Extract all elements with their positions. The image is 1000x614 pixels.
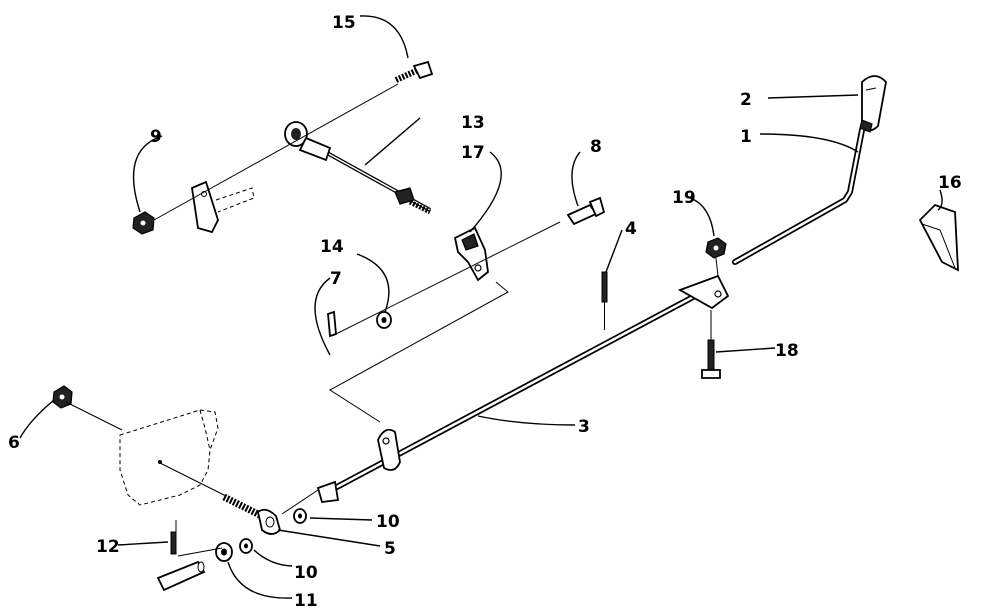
part-13-linkage-rod: [284, 121, 432, 215]
part-15-bolt: [394, 60, 434, 83]
callout-17: 17: [461, 143, 485, 163]
callout-8: 8: [590, 137, 602, 157]
callout-6: 6: [8, 433, 20, 453]
part-6-nut: [52, 385, 73, 409]
part-1-lever-rod: [732, 127, 865, 265]
callout-18: 18: [775, 341, 799, 361]
part-14-washer: [376, 311, 392, 329]
part-16-plate: [918, 203, 959, 272]
callout-9: 9: [150, 127, 162, 147]
callout-19: 19: [672, 188, 696, 208]
part-17-bracket: [453, 226, 489, 282]
callout-5: 5: [384, 539, 396, 559]
part-11-washer: [215, 542, 233, 562]
part-4-pin: [601, 271, 608, 330]
frame-bracket: [119, 409, 219, 506]
part-2-knob: [859, 75, 887, 133]
part-12-pin: [156, 531, 206, 592]
part-9-nut: [132, 211, 155, 235]
callout-13: 13: [461, 113, 485, 133]
callout-7: 7: [330, 269, 342, 289]
callout-2: 2: [740, 90, 752, 110]
part-10-washer-upper: [293, 508, 307, 524]
part-10-washer-lower: [239, 538, 253, 554]
part-19-nut: [705, 237, 727, 277]
lever-plate: [191, 180, 255, 234]
callout-10-lower: 10: [294, 563, 318, 583]
leader-lines: [19, 15, 943, 599]
part-18-bolt: [701, 310, 721, 379]
callout-11: 11: [294, 591, 318, 611]
callout-1: 1: [740, 127, 752, 147]
assembly-lines: [65, 83, 561, 557]
callout-4: 4: [625, 219, 637, 239]
callout-10-upper: 10: [376, 512, 400, 532]
part-7-cotter-pin: [327, 310, 337, 338]
callout-14: 14: [320, 237, 344, 257]
part-5-rod-end-bolt: [222, 493, 282, 535]
callout-16: 16: [938, 173, 962, 193]
part-3-main-shaft: [316, 285, 713, 503]
callout-3: 3: [578, 417, 590, 437]
shaft-arm: [677, 274, 730, 310]
callout-15: 15: [332, 13, 356, 33]
part-8-bolt: [566, 196, 606, 226]
callout-12: 12: [96, 537, 120, 557]
